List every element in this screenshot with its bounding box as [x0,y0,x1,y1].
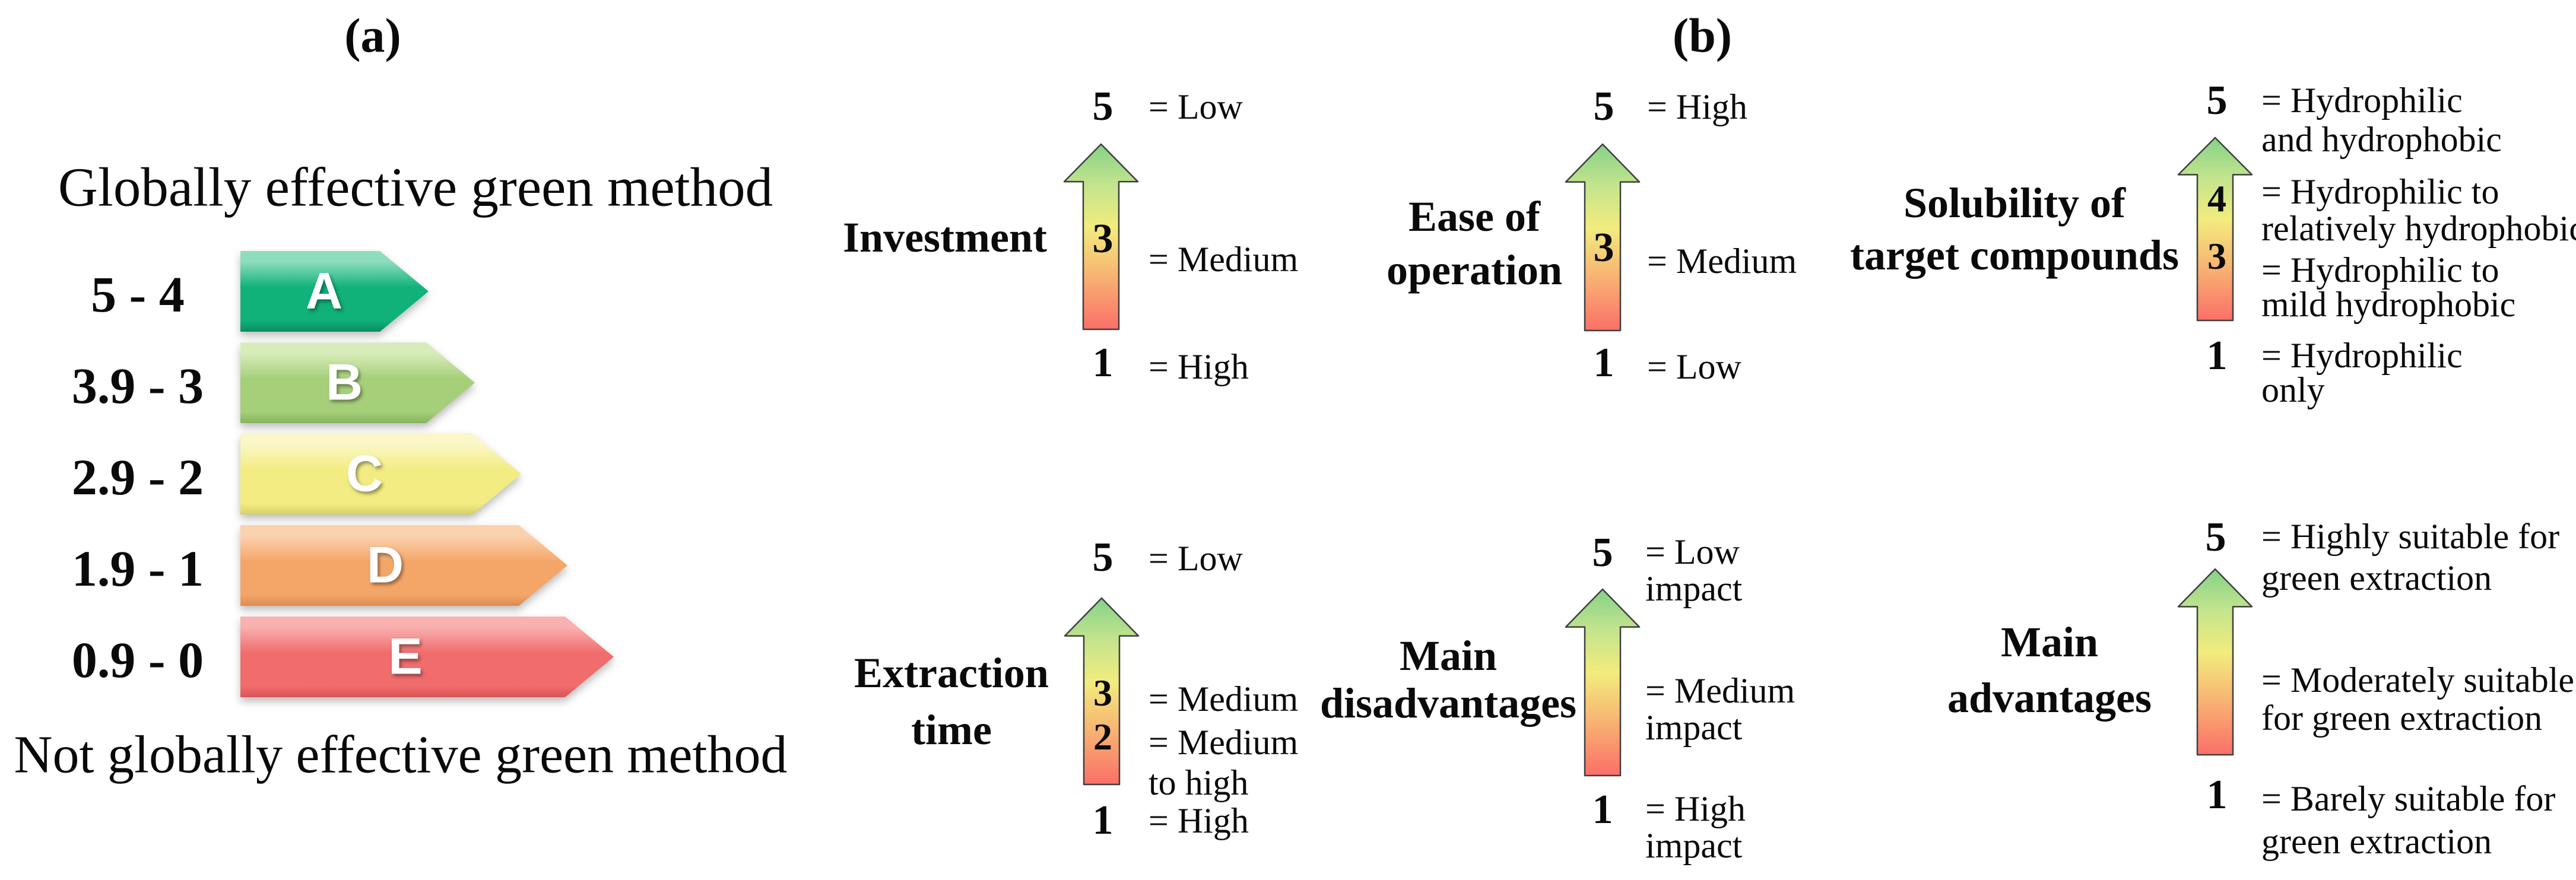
scale-meaning-bottom: = High [1149,347,1249,386]
scale-number-bottom: 1 [1592,787,1613,833]
grade-arrow-c [240,434,521,514]
module-label: Main advantages [1947,618,2152,722]
panel-a-footer: Not globally effective green method [14,725,788,784]
grade-range-e: 0.9 - 0 [71,631,204,688]
scale-meaning-mid: = Moderately suitable for green extracti… [2261,660,2575,738]
gradient-scale-arrow [1564,143,1641,332]
scale-number-bottom: 1 [1593,340,1614,386]
grade-range-d: 1.9 - 1 [71,540,204,597]
grade-letter-a: A [305,262,343,320]
panel-b-tag: (b) [1672,8,1733,62]
scale-meaning-mid-1: = Hydrophilic to relatively hydrophobic [2261,172,2576,248]
scale-meaning-bottom: = Low [1647,347,1741,386]
grade-letter-b: B [325,354,363,411]
scale-number-top: 5 [1092,84,1113,129]
scale-number-bottom: 1 [2206,333,2228,379]
gradient-scale-arrow [2177,136,2254,322]
grade-range-b: 3.9 - 3 [71,357,204,414]
scale-number-top: 5 [1092,535,1113,580]
grade-letter-d: D [366,536,404,594]
scale-number-top: 5 [2206,78,2228,123]
scale-number-mid: 3 [1593,225,1614,271]
grade-letter-c: C [345,445,383,503]
scale-meaning-bottom: = Barely suitable for green extraction [2261,779,2556,861]
gradient-scale-arrow [1063,597,1140,786]
scale-number-top: 5 [1592,530,1613,576]
scale-meaning-mid: = Medium impact [1645,671,1795,747]
scale-meaning-mid-2: = Medium to high [1149,723,1299,802]
scale-meaning-mid: = Medium [1149,240,1299,279]
module-label: Investment [843,214,1047,261]
grade-arrow-b [240,342,475,423]
scale-meaning-mid-2: = Hydrophilic to mild hydrophobic [2261,250,2516,324]
scale-meaning-mid-1: = Medium [1149,679,1299,719]
scale-number-top: 5 [1593,84,1614,129]
module-label: Solubility of target compounds [1850,179,2179,279]
gradient-scale-arrow [1564,588,1641,777]
scale-number-top: 5 [2205,514,2226,560]
scale-meaning-top: = Low impact [1645,532,1743,608]
scale-number-mid-1: 4 [2207,177,2226,220]
scale-meaning-top: = Hydrophilic and hydrophobic [2261,81,2502,159]
grade-letter-e: E [388,628,423,685]
scale-number-mid-2: 2 [1093,716,1112,758]
scale-meaning-top: = Low [1149,539,1243,578]
scale-number-bottom: 1 [1092,340,1113,386]
scale-meaning-bottom: = High impact [1645,789,1746,865]
module-label: Ease of operation [1387,193,1562,294]
scale-meaning-bottom: = High [1149,801,1249,840]
gradient-scale-arrow [2177,568,2254,756]
grade-arrow-d [240,525,567,606]
module-label: Main disadvantages [1319,632,1577,727]
scale-meaning-mid: = Medium [1647,242,1797,281]
grade-range-c: 2.9 - 2 [71,449,204,506]
gradient-scale-arrow [1062,143,1140,331]
scale-number-bottom: 1 [1092,798,1113,843]
scale-number-mid-2: 3 [2207,235,2226,277]
scale-meaning-top: = Highly suitable for green extraction [2261,517,2560,598]
scale-number-bottom: 1 [2206,772,2228,818]
panel-a-tag: (a) [344,8,401,62]
grade-arrow-e [240,617,614,697]
module-label: Extraction time [854,649,1049,754]
grade-arrow-a [240,251,429,332]
scale-number-mid-1: 3 [1093,672,1112,714]
scale-meaning-top: = High [1647,87,1747,126]
scale-meaning-bottom: = Hydrophilic only [2261,336,2463,409]
panel-a-title: Globally effective green method [58,157,773,218]
scale-meaning-top: = Low [1149,87,1243,126]
scale-number-mid: 3 [1092,216,1113,262]
grade-range-a: 5 - 4 [91,266,185,323]
